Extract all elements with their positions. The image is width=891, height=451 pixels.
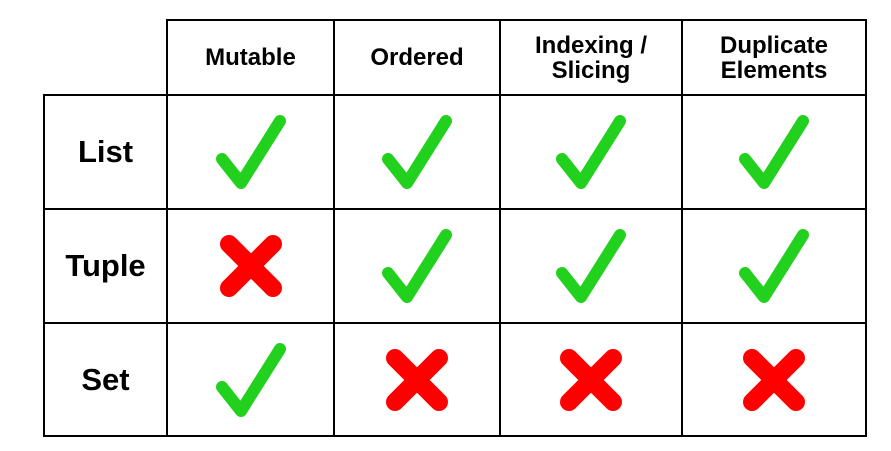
grid-line [43,94,867,96]
mark-cell [501,210,681,322]
check-icon [739,229,809,303]
row-header-label: Set [81,361,130,397]
grid-line [681,19,683,437]
grid-line [166,19,867,21]
cross-icon [743,348,805,411]
row-header-list: List [45,96,166,208]
column-header-mutable: Mutable [168,21,333,94]
grid-line [43,208,867,210]
mark-cell [335,96,499,208]
mark-cell [168,210,333,322]
grid-line [43,322,867,324]
mark-cell [335,324,499,435]
check-icon [382,229,452,303]
cross-icon [386,348,448,411]
grid-line [865,19,867,437]
mark-cell [501,324,681,435]
check-icon [215,342,286,417]
column-header-indexing-slicing: Indexing / Slicing [501,21,681,94]
grid-line [166,19,168,437]
grid-line [499,19,501,437]
check-icon [556,229,626,303]
column-header-label: Duplicate Elements [719,31,829,84]
check-icon [739,115,809,189]
column-header-label: Indexing / Slicing [534,31,647,84]
mark-cell [335,210,499,322]
grid-line [43,94,45,437]
grid-line [43,435,867,437]
mark-cell [168,96,333,208]
column-header-duplicate-elements: Duplicate Elements [683,21,865,94]
mark-cell [683,324,865,435]
check-icon [556,115,626,189]
cross-icon [560,348,622,411]
mark-cell [501,96,681,208]
mark-cell [683,96,865,208]
row-header-tuple: Tuple [45,210,166,322]
grid-line [333,19,335,437]
cross-icon [219,235,282,297]
mark-cell [168,324,333,435]
row-header-label: List [77,134,134,169]
mark-cell [683,210,865,322]
column-header-label: Mutable [205,44,296,71]
column-header-ordered: Ordered [335,21,499,94]
row-header-label: Tuple [65,248,146,283]
column-header-label: Ordered [370,44,464,71]
check-icon [215,115,286,189]
check-icon [382,115,452,189]
row-header-set: Set [45,324,166,435]
